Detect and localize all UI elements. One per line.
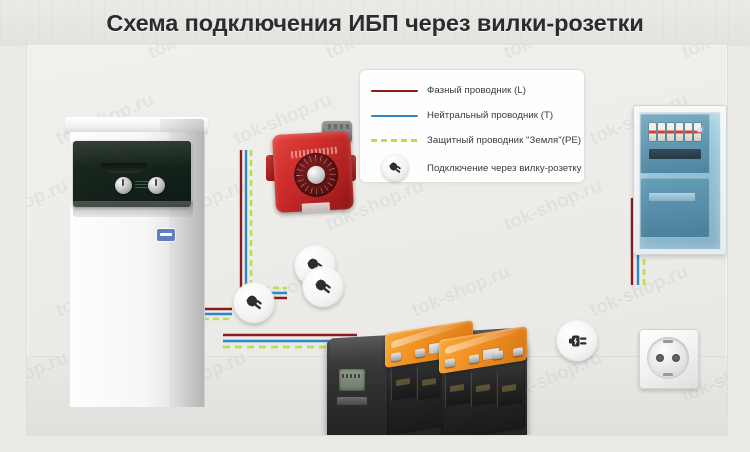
boiler-knob-right[interactable] <box>148 177 165 194</box>
title-band <box>0 0 750 46</box>
legend-swatch-earth <box>371 136 418 146</box>
indicator-led <box>697 127 702 132</box>
pump-nameplate <box>301 202 331 213</box>
distribution-board[interactable] <box>633 105 727 255</box>
battery-terminal <box>391 352 401 362</box>
plug-socket-icon <box>315 279 331 294</box>
plug-point-boiler[interactable] <box>234 283 274 323</box>
battery-terminal <box>469 354 479 364</box>
ups-battery-assembly[interactable] <box>327 318 527 435</box>
battery-cell <box>445 369 470 407</box>
wall-socket[interactable] <box>639 329 699 389</box>
boiler-control-panel[interactable] <box>73 141 191 207</box>
legend-label-neutral: Нейтральный проводник (Т) <box>427 110 554 121</box>
boiler-panel-trim <box>73 201 193 217</box>
page-title: Схема подключения ИБП через вилки-розетк… <box>106 10 644 36</box>
din-rail-top <box>649 149 701 159</box>
legend-item-phase: Фазный проводник (L) <box>360 78 584 103</box>
legend-item-earth: Защитный проводник "Земля"(PE) <box>360 128 584 153</box>
plug-socket-icon <box>246 295 262 310</box>
ups-brand-badge <box>337 397 367 405</box>
plug-socket-icon <box>307 258 323 273</box>
battery-terminal <box>493 350 503 360</box>
socket-pin-hole-left <box>656 354 664 362</box>
legend-label-plug: Подключение через вилку-розетку <box>427 162 582 174</box>
ups-display <box>339 369 365 391</box>
plug-point-ups[interactable] <box>303 267 343 307</box>
boiler-knob-left[interactable] <box>115 177 132 194</box>
legend-swatch-phase <box>371 86 418 96</box>
legend-swatch-plug <box>371 155 418 181</box>
distribution-board-row-top <box>640 114 710 174</box>
socket-earth-clip-top <box>663 340 673 343</box>
battery-terminal <box>513 347 523 357</box>
battery-block <box>439 324 527 435</box>
battery-terminal <box>415 348 425 358</box>
legend-item-neutral: Нейтральный проводник (Т) <box>360 103 584 128</box>
circulation-pump-unit[interactable] <box>266 119 358 224</box>
battery-cell <box>391 363 416 401</box>
socket-pin-hole-right <box>672 354 680 362</box>
boiler-brand-logo <box>157 229 175 241</box>
battery-cell <box>471 369 496 407</box>
legend-label-earth: Защитный проводник "Земля"(PE) <box>427 135 582 146</box>
socket-recess <box>647 337 689 379</box>
plug-socket-icon <box>388 162 401 173</box>
boiler-top-cover <box>65 117 208 133</box>
boiler-unit[interactable] <box>65 117 208 407</box>
socket-earth-clip-bottom <box>663 373 673 376</box>
legend-label-phase: Фазный проводник (L) <box>427 85 526 96</box>
circuit-breakers-top[interactable] <box>649 123 702 141</box>
plug-socket-icon <box>569 335 587 347</box>
terminal-strip <box>649 193 695 201</box>
pump-face <box>293 151 340 198</box>
distribution-board-row-bottom <box>640 178 710 238</box>
legend-swatch-neutral <box>371 111 418 121</box>
boiler-handle <box>101 163 147 173</box>
legend-item-plug: Подключение через вилку-розетку <box>360 153 584 183</box>
battery-terminal <box>445 358 455 368</box>
battery-cell <box>497 369 522 407</box>
pump-housing <box>272 131 354 213</box>
plug-point-socket[interactable] <box>557 321 597 361</box>
legend-box: Фазный проводник (L) Нейтральный проводн… <box>359 69 585 183</box>
